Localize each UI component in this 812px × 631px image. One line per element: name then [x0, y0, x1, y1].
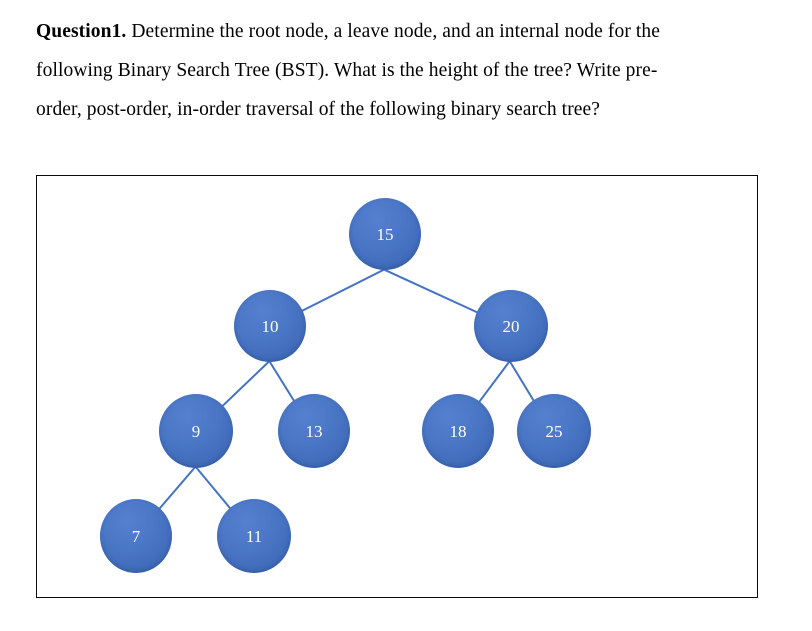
question-line-1: Question1. Determine the root node, a le… — [36, 12, 784, 51]
question-line-1-text: Determine the root node, a leave node, a… — [126, 21, 661, 42]
tree-node-label: 13 — [305, 421, 323, 441]
question-label: Question1. — [36, 21, 127, 42]
tree-node-13: 13 — [278, 394, 350, 468]
tree-node-9: 9 — [159, 394, 233, 468]
tree-node-label: 18 — [449, 421, 467, 441]
tree-node-20: 20 — [474, 290, 548, 362]
question-text-block: Question1. Determine the root node, a le… — [36, 12, 784, 129]
tree-node-label: 15 — [376, 224, 394, 244]
question-line-2: following Binary Search Tree (BST). What… — [36, 60, 658, 81]
tree-node-label: 20 — [502, 316, 520, 336]
tree-node-label: 25 — [545, 421, 563, 441]
tree-node-10: 10 — [234, 290, 306, 362]
tree-node-label: 7 — [131, 526, 141, 546]
question-line-3: order, post-order, in-order traversal of… — [36, 99, 601, 120]
tree-node-label: 9 — [191, 421, 201, 441]
tree-node-25: 25 — [517, 394, 591, 468]
tree-node-label: 10 — [261, 316, 279, 336]
tree-node-11: 11 — [217, 499, 291, 573]
bst-diagram-frame: 15 10 20 9 13 18 25 7 11 — [36, 175, 758, 598]
tree-node-18: 18 — [422, 394, 494, 468]
tree-node-15: 15 — [349, 198, 421, 270]
tree-node-label: 11 — [245, 526, 263, 546]
tree-node-7: 7 — [100, 499, 172, 573]
